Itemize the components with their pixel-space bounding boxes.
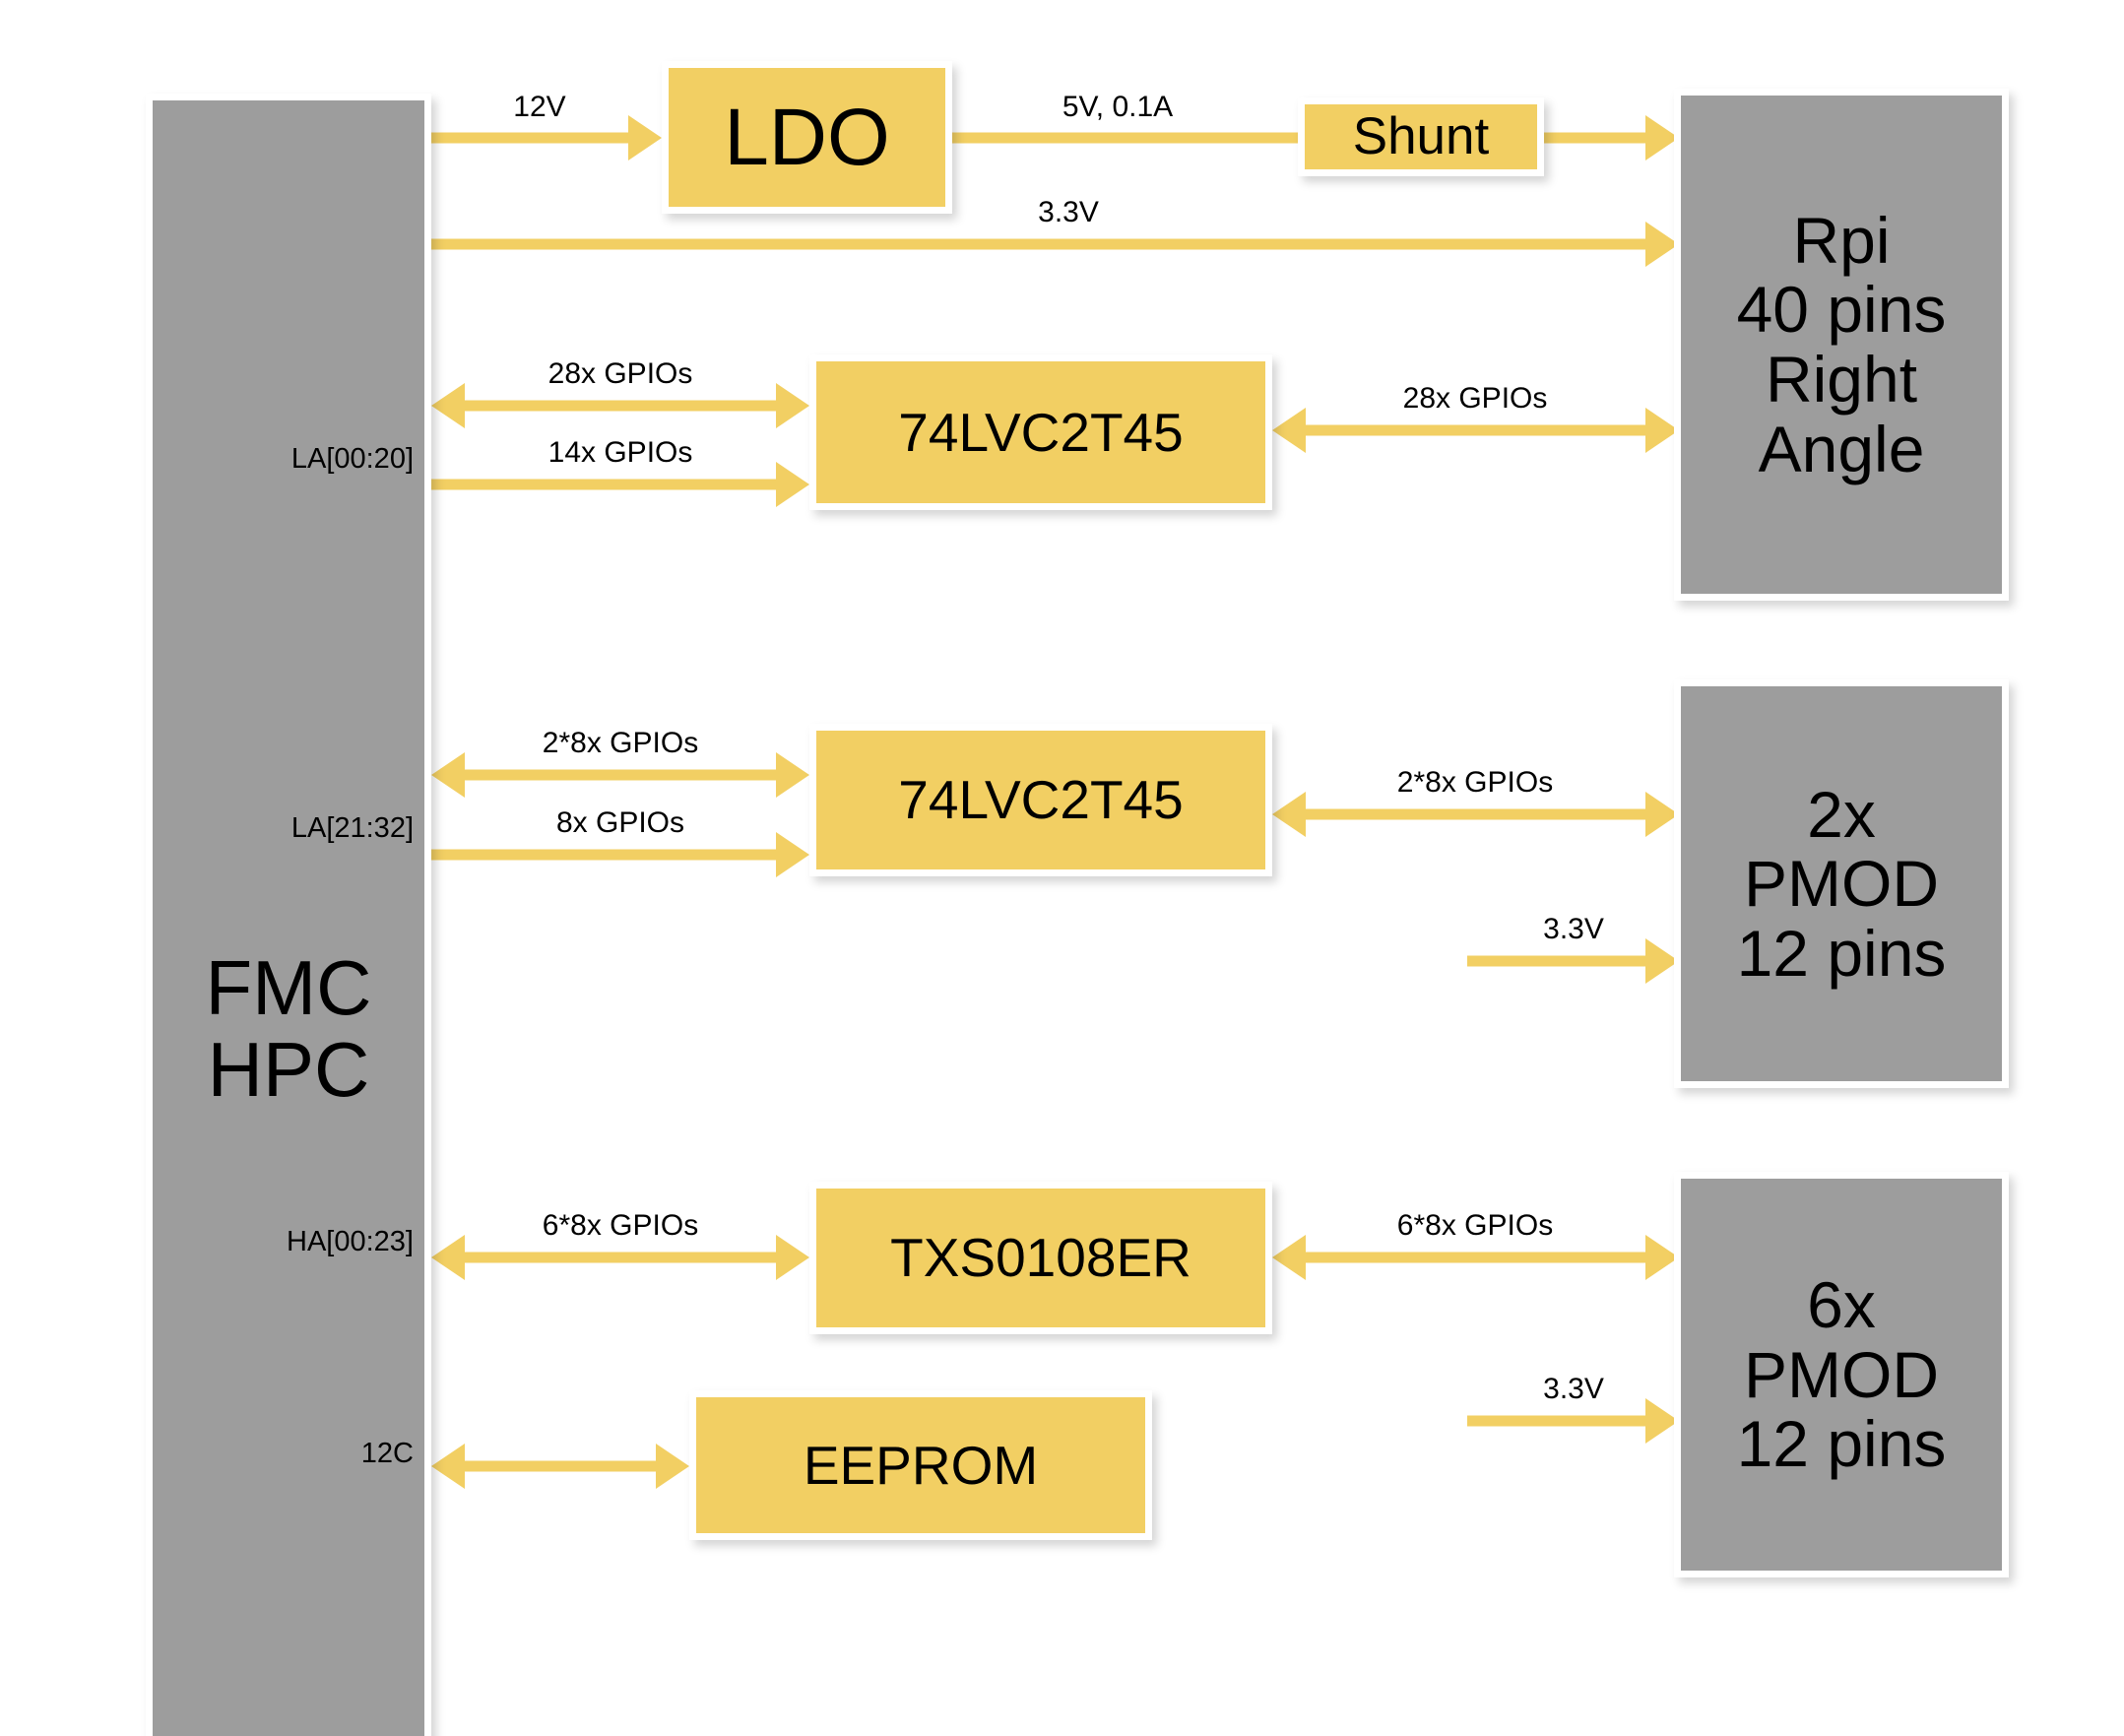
edge-label-3v3-rpi: 3.3V [1038,196,1099,228]
block-ldo-label: LDO [724,92,890,182]
edge-label-8x-gpios: 8x GPIOs [555,806,685,839]
edge-label-3v3-pmod2x: 3.3V [1543,913,1604,945]
block-fmc-hpc-label: FMC HPC [205,944,372,1114]
edge-label-12v: 12V [513,91,566,123]
port-label-la-21-32: LA[21:32] [290,812,414,844]
block-pmod-6x[interactable]: 6x PMOD 12 pins [1674,1172,2009,1577]
edge-label-28x-gpios-right: 28x GPIOs [1402,382,1548,415]
block-shunt[interactable]: Shunt [1298,97,1544,176]
block-eeprom-label: EEPROM [803,1434,1039,1496]
block-txs0108er-label: TXS0108ER [890,1227,1191,1289]
block-pmod-2x-label: 2x PMOD 12 pins [1736,777,1947,990]
block-shunt-label: Shunt [1352,106,1490,165]
edge-label-6x8x-gpios-right: 6*8x GPIOs [1396,1209,1554,1242]
block-ldo[interactable]: LDO [662,61,952,214]
port-label-i2c: 12C [360,1438,414,1469]
port-label-la-00-20: LA[00:20] [290,443,414,475]
edge-label-28x-gpios-left: 28x GPIOs [547,357,693,390]
block-pmod-6x-label: 6x PMOD 12 pins [1736,1268,1947,1481]
block-74lvc2t45-top[interactable]: 74LVC2T45 [809,354,1272,510]
block-74lvc2t45-mid-label: 74LVC2T45 [898,769,1184,831]
block-pmod-2x[interactable]: 2x PMOD 12 pins [1674,679,2009,1088]
block-eeprom[interactable]: EEPROM [689,1390,1152,1540]
block-74lvc2t45-mid[interactable]: 74LVC2T45 [809,724,1272,876]
edge-label-6x8x-gpios-left: 6*8x GPIOs [542,1209,699,1242]
block-fmc-hpc[interactable]: FMC HPC [146,94,431,1736]
edge-label-2x8x-gpios-right: 2*8x GPIOs [1396,766,1554,799]
edge-label-14x-gpios: 14x GPIOs [547,436,693,469]
block-rpi-header[interactable]: Rpi 40 pins Right Angle [1674,89,2009,601]
edge-label-5v-0-1a: 5V, 0.1A [1062,91,1174,123]
edge-label-2x8x-gpios-left: 2*8x GPIOs [542,727,699,759]
block-74lvc2t45-top-label: 74LVC2T45 [898,401,1184,463]
block-rpi-header-label: Rpi 40 pins Right Angle [1736,203,1947,485]
block-txs0108er[interactable]: TXS0108ER [809,1182,1272,1334]
port-label-ha-00-23: HA[00:23] [287,1226,414,1257]
edge-label-3v3-pmod6x: 3.3V [1543,1373,1604,1405]
